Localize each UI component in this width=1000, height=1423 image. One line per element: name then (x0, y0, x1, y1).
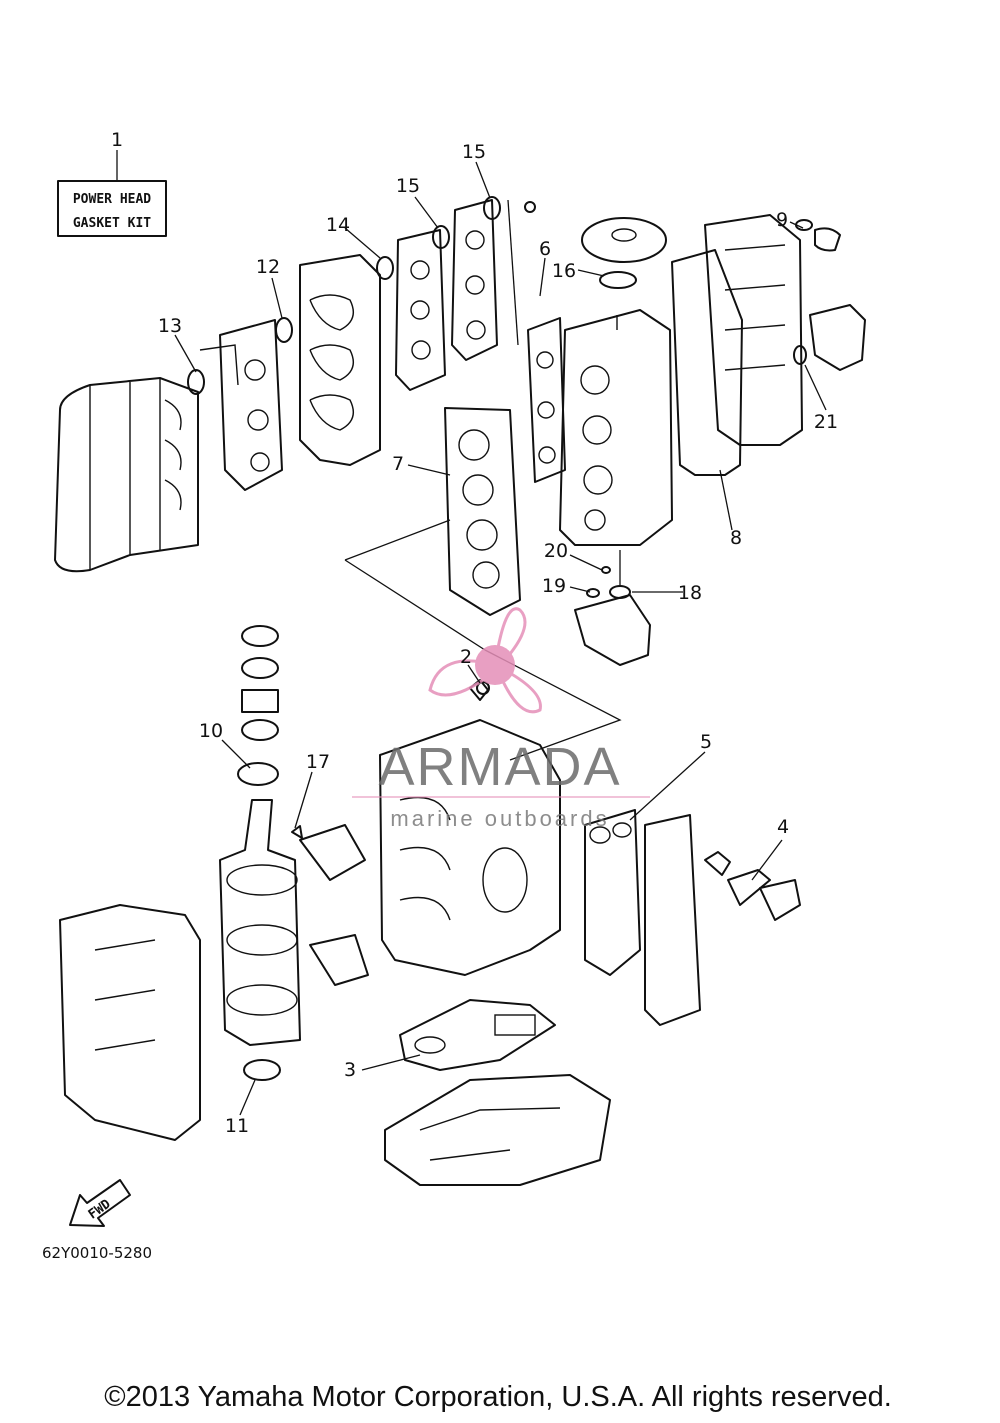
callout-18: 18 (678, 582, 702, 604)
propeller-logo-icon (428, 607, 542, 714)
o-ring-14 (376, 256, 394, 280)
reed-plate-1 (395, 229, 446, 391)
callout-9: 9 (776, 209, 788, 231)
bolt-6 (524, 201, 536, 213)
callout-11: 11 (225, 1115, 249, 1137)
oil-seal-10 (237, 762, 279, 786)
propeller-hub-icon (475, 645, 515, 685)
watermark-brand: ARMADA (378, 737, 621, 797)
base-gasket (399, 999, 556, 1071)
callout-numbers: 1 2 3 4 5 6 7 8 9 10 11 12 13 14 15 15 1… (111, 129, 838, 1137)
watermark-tagline: marine outboards (390, 806, 609, 831)
flywheel-pulley (581, 217, 667, 289)
callout-4: 4 (777, 816, 789, 838)
callout-17: 17 (306, 751, 330, 773)
diagram-code: 62Y0010-5280 (42, 1244, 152, 1262)
kit-box-line1: POWER HEAD (73, 192, 151, 207)
o-ring-12 (275, 317, 293, 343)
callout-10: 10 (199, 720, 223, 742)
callout-15a: 15 (396, 175, 420, 197)
copyright-notice: ©2013 Yamaha Motor Corporation, U.S.A. A… (104, 1381, 892, 1413)
intake-manifold (299, 254, 381, 466)
fwd-arrow-icon: FWD (69, 1179, 131, 1227)
kit-box-line2: GASKET KIT (73, 216, 151, 231)
head-cover-gasket (671, 249, 743, 476)
intake-plate (199, 319, 283, 491)
crankcase-left (59, 904, 201, 1141)
callout-13: 13 (158, 315, 182, 337)
callout-15b: 15 (462, 141, 486, 163)
callout-6: 6 (539, 238, 551, 260)
base-plate (384, 1074, 611, 1186)
crankshaft (219, 799, 369, 1081)
callout-20: 20 (544, 540, 568, 562)
reed-plate-2 (451, 199, 498, 361)
crank-bearings (237, 625, 279, 786)
callout-5: 5 (700, 731, 712, 753)
o-ring-15a (432, 225, 450, 249)
o-ring-15b (483, 196, 501, 220)
head-cover (704, 214, 803, 446)
gasket-kit-box: POWER HEAD GASKET KIT (57, 150, 167, 237)
callout-3: 3 (344, 1059, 356, 1081)
oil-seal-16 (599, 271, 637, 289)
exhaust-cover (574, 550, 651, 666)
washer-2 (476, 681, 490, 695)
callout-2: 2 (460, 646, 472, 668)
head-gasket (444, 407, 521, 616)
oil-seal-11 (243, 1059, 281, 1081)
callout-7: 7 (392, 453, 404, 475)
callout-8: 8 (730, 527, 742, 549)
armada-watermark: ARMADA marine outboards (352, 607, 650, 831)
callout-1: 1 (111, 129, 123, 151)
cylinder-head-cover (527, 309, 673, 546)
callout-21: 21 (814, 411, 838, 433)
intake-silencer (54, 377, 199, 573)
callout-14: 14 (326, 214, 350, 236)
callout-19: 19 (542, 575, 566, 597)
anode-cover (704, 851, 801, 921)
callout-16: 16 (552, 260, 576, 282)
exhaust-gasket (584, 809, 641, 976)
exhaust-outer-cover (644, 814, 701, 1026)
callout-12: 12 (256, 256, 280, 278)
cylinder-block (379, 679, 561, 976)
o-ring-13 (187, 369, 205, 395)
leader-lines (174, 161, 827, 1116)
thermostat-housing (793, 219, 866, 371)
